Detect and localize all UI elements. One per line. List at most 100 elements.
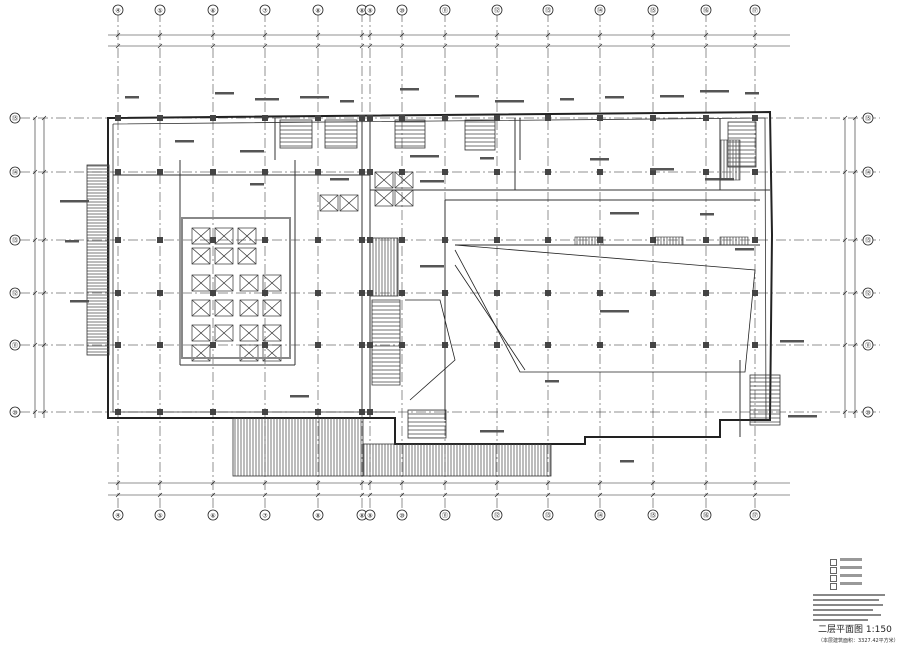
shaft-cross	[191, 227, 211, 245]
axis-bubble	[9, 406, 21, 418]
annotation-mark	[330, 178, 349, 181]
column	[315, 237, 321, 243]
column	[545, 237, 551, 243]
column	[752, 342, 758, 348]
axis-label: ⑧	[315, 8, 320, 15]
stair-central	[369, 237, 399, 297]
shaft-cross	[374, 189, 394, 207]
structural-columns	[115, 115, 758, 415]
dimension-tick	[399, 43, 405, 49]
dimension-tick	[359, 492, 365, 498]
shaft-cell	[237, 227, 257, 245]
dimension-tick	[367, 43, 373, 49]
inner-wall-outline	[112, 117, 767, 421]
column	[494, 290, 500, 296]
column	[545, 169, 551, 175]
dimension-tick	[359, 43, 365, 49]
column	[157, 290, 163, 296]
dimension-tick	[442, 492, 448, 498]
axis-bubble	[862, 112, 874, 124]
column	[650, 115, 656, 121]
shaft-cell	[262, 324, 282, 342]
axis-bubble	[9, 234, 21, 246]
shaft-cross	[262, 274, 282, 292]
shaft-cell	[239, 299, 259, 317]
shaft-cross	[214, 299, 234, 317]
shaft-cell	[214, 247, 234, 265]
stair-southeast	[749, 374, 781, 426]
shaft-cross	[191, 324, 211, 342]
axis-bubble	[9, 287, 21, 299]
shaft-cross	[374, 171, 394, 189]
south-canopy-east	[362, 443, 552, 477]
shaft-cross	[191, 299, 211, 317]
dimension-tick	[752, 480, 758, 486]
annotation-mark	[620, 460, 634, 463]
shaft-cell	[191, 324, 211, 342]
axis-bubble	[259, 4, 271, 16]
column	[494, 342, 500, 348]
shaft-cross	[262, 299, 282, 317]
axis-label: ⑭	[597, 7, 603, 15]
axis-label: ⑰	[752, 512, 758, 520]
dimension-tick	[157, 43, 163, 49]
axis-label: ⑧	[359, 8, 364, 15]
axis-bubble	[312, 509, 324, 521]
column	[262, 237, 268, 243]
dimension-tick	[315, 480, 321, 486]
dimension-tick	[703, 32, 709, 38]
dimension-tick	[210, 492, 216, 498]
legend-swatch	[830, 559, 837, 566]
dimension-tick	[262, 492, 268, 498]
column	[157, 409, 163, 415]
axis-bubble	[647, 4, 659, 16]
dimension-tick	[115, 43, 121, 49]
dimension-tick	[597, 32, 603, 38]
axis-bubble	[491, 509, 503, 521]
axis-label: ⑮	[12, 115, 18, 123]
axis-label: ⑦	[262, 513, 268, 520]
shaft-cross	[214, 324, 234, 342]
dimension-tick	[41, 409, 47, 415]
dimension-tick	[842, 169, 848, 175]
dimension-tick	[842, 115, 848, 121]
drawing-annotations	[60, 88, 817, 463]
annotation-mark	[400, 88, 419, 91]
dimension-tick	[41, 290, 47, 296]
dimension-tick	[650, 32, 656, 38]
axis-bubble	[862, 234, 874, 246]
shaft-cross	[394, 171, 414, 189]
column	[115, 115, 121, 121]
note-line	[813, 599, 879, 601]
annotation-mark	[480, 157, 494, 160]
annotation-mark	[255, 98, 279, 101]
dimension-tick	[852, 115, 858, 121]
note-line	[813, 614, 881, 616]
shaft-cell	[262, 274, 282, 292]
column	[157, 237, 163, 243]
legend-text	[840, 582, 862, 585]
dimension-tick	[399, 492, 405, 498]
annotation-mark	[420, 180, 444, 183]
shaft-cell	[319, 194, 339, 212]
annotation-mark	[545, 380, 559, 383]
column	[650, 342, 656, 348]
dimension-tick	[650, 43, 656, 49]
column	[115, 290, 121, 296]
dimension-tick	[262, 480, 268, 486]
column	[367, 342, 373, 348]
legend-swatch	[830, 567, 837, 574]
title-block: 二层平面图 1:150 （本层建筑面积：3327.42平方米）	[818, 622, 900, 650]
plan-area-note: （本层建筑面积：3327.42平方米）	[818, 638, 899, 644]
axis-label: ⑨	[367, 8, 372, 15]
axis-bubble	[862, 166, 874, 178]
stair-north-4	[464, 119, 496, 151]
annotation-mark	[480, 430, 504, 433]
axis-label: ⑤	[157, 513, 162, 520]
legend-row	[830, 582, 890, 590]
column	[597, 115, 603, 121]
axis-bubble	[594, 509, 606, 521]
axis-label: ⑪	[865, 342, 871, 350]
